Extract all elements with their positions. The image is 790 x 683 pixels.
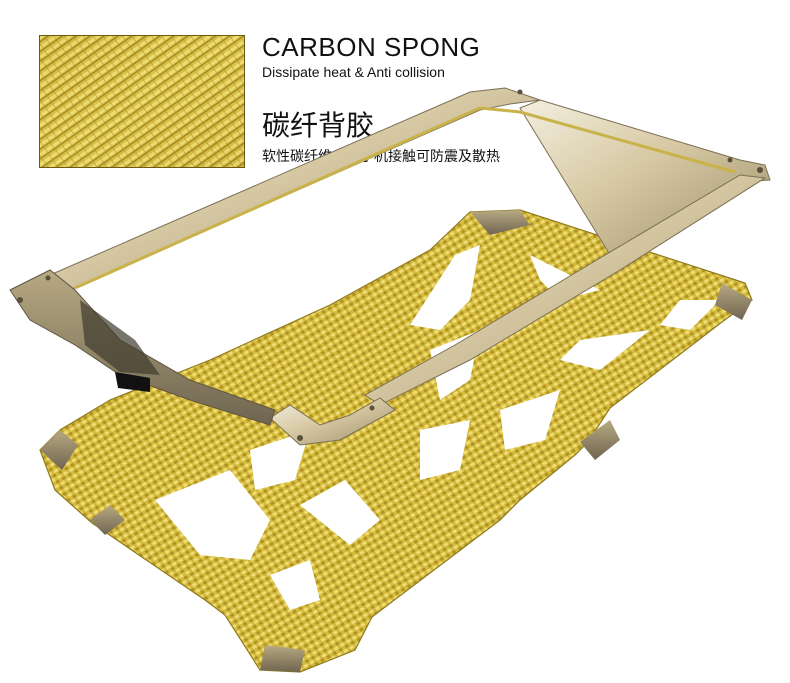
material-title-cn: 碳纤背胶 [262, 109, 375, 142]
carbon-backplate [39, 209, 753, 673]
metal-bumper-frame [9, 87, 771, 446]
material-subtitle-en: Dissipate heat & Anti collision [262, 64, 445, 80]
carbon-fiber-swatch-image [39, 35, 245, 168]
carbon-weave-icon [40, 36, 244, 167]
material-title-en: CARBON SPONG [262, 32, 481, 62]
